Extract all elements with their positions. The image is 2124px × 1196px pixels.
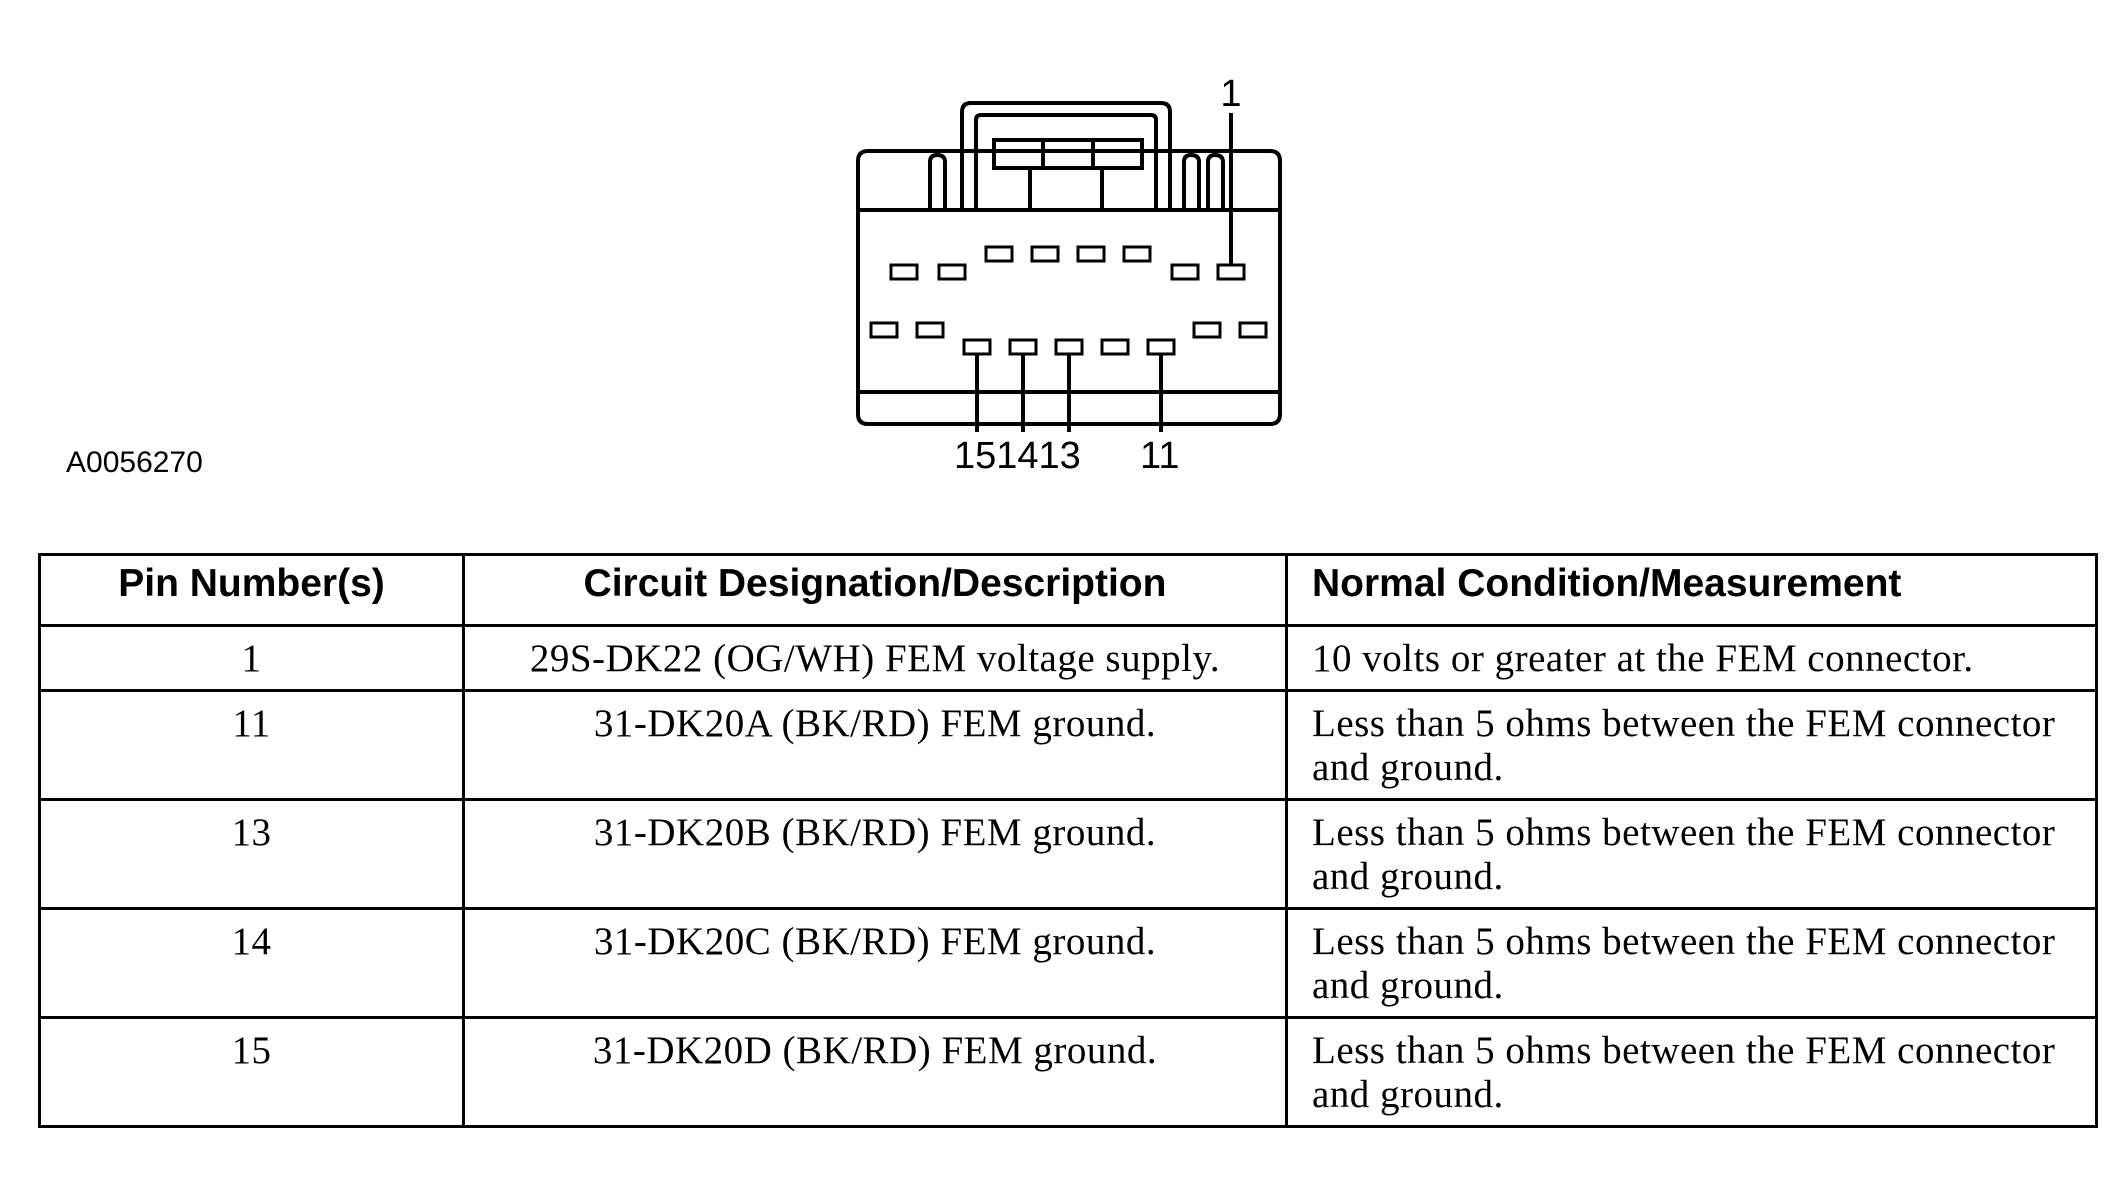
cell-circuit: 31-DK20A (BK/RD) FEM ground. [462, 689, 1288, 801]
table-row: 13 31-DK20B (BK/RD) FEM ground. Less tha… [38, 798, 2098, 910]
table-row: 11 31-DK20A (BK/RD) FEM ground. Less tha… [38, 689, 2098, 801]
callout-lines [975, 113, 1233, 432]
cell-normal: Less than 5 ohms between the FEM connect… [1285, 1016, 2098, 1128]
pin-15-cavity [962, 338, 992, 356]
cell-pin: 11 [38, 689, 465, 801]
header-pin-number: Pin Number(s) [38, 553, 465, 627]
pin-callout-top: 1 [1220, 73, 1241, 115]
header-circuit: Circuit Designation/Description [462, 553, 1288, 627]
pin-1-cavity [1216, 263, 1246, 281]
pin-callout-bottom-left: 151413 [954, 435, 1081, 477]
pinout-table-container: Pin Number(s) Circuit Designation/Descri… [38, 553, 2098, 1128]
table-row: 1 29S-DK22 (OG/WH) FEM voltage supply. 1… [38, 624, 2098, 692]
cell-normal: Less than 5 ohms between the FEM connect… [1285, 689, 2098, 801]
cell-pin: 13 [38, 798, 465, 910]
pin-13-cavity [1054, 338, 1084, 356]
header-normal-condition: Normal Condition/Measurement [1285, 553, 2098, 627]
pinout-table: Pin Number(s) Circuit Designation/Descri… [38, 553, 2098, 1128]
connector-diagram: 1 151413 11 A0056270 [66, 73, 1282, 479]
cell-pin: 1 [38, 624, 465, 692]
cell-normal: Less than 5 ohms between the FEM connect… [1285, 798, 2098, 910]
cell-pin: 15 [38, 1016, 465, 1128]
pin-callout-bottom-right: 11 [1140, 435, 1179, 477]
pin-14-cavity [1008, 338, 1038, 356]
connector-body-outline [856, 149, 1282, 426]
cell-circuit: 29S-DK22 (OG/WH) FEM voltage supply. [462, 624, 1288, 692]
cell-pin: 14 [38, 907, 465, 1019]
table-row: 14 31-DK20C (BK/RD) FEM ground. Less tha… [38, 907, 2098, 1019]
pin-11-cavity [1146, 338, 1176, 356]
cell-circuit: 31-DK20B (BK/RD) FEM ground. [462, 798, 1288, 910]
cell-circuit: 31-DK20C (BK/RD) FEM ground. [462, 907, 1288, 1019]
cell-normal: Less than 5 ohms between the FEM connect… [1285, 907, 2098, 1019]
figure-id: A0056270 [66, 446, 203, 479]
cell-normal: 10 volts or greater at the FEM connector… [1285, 624, 2098, 692]
pin-cavities [869, 245, 1268, 356]
table-header-row: Pin Number(s) Circuit Designation/Descri… [38, 553, 2098, 627]
table-row: 15 31-DK20D (BK/RD) FEM ground. Less tha… [38, 1016, 2098, 1128]
cell-circuit: 31-DK20D (BK/RD) FEM ground. [462, 1016, 1288, 1128]
locking-tab [960, 101, 1172, 210]
